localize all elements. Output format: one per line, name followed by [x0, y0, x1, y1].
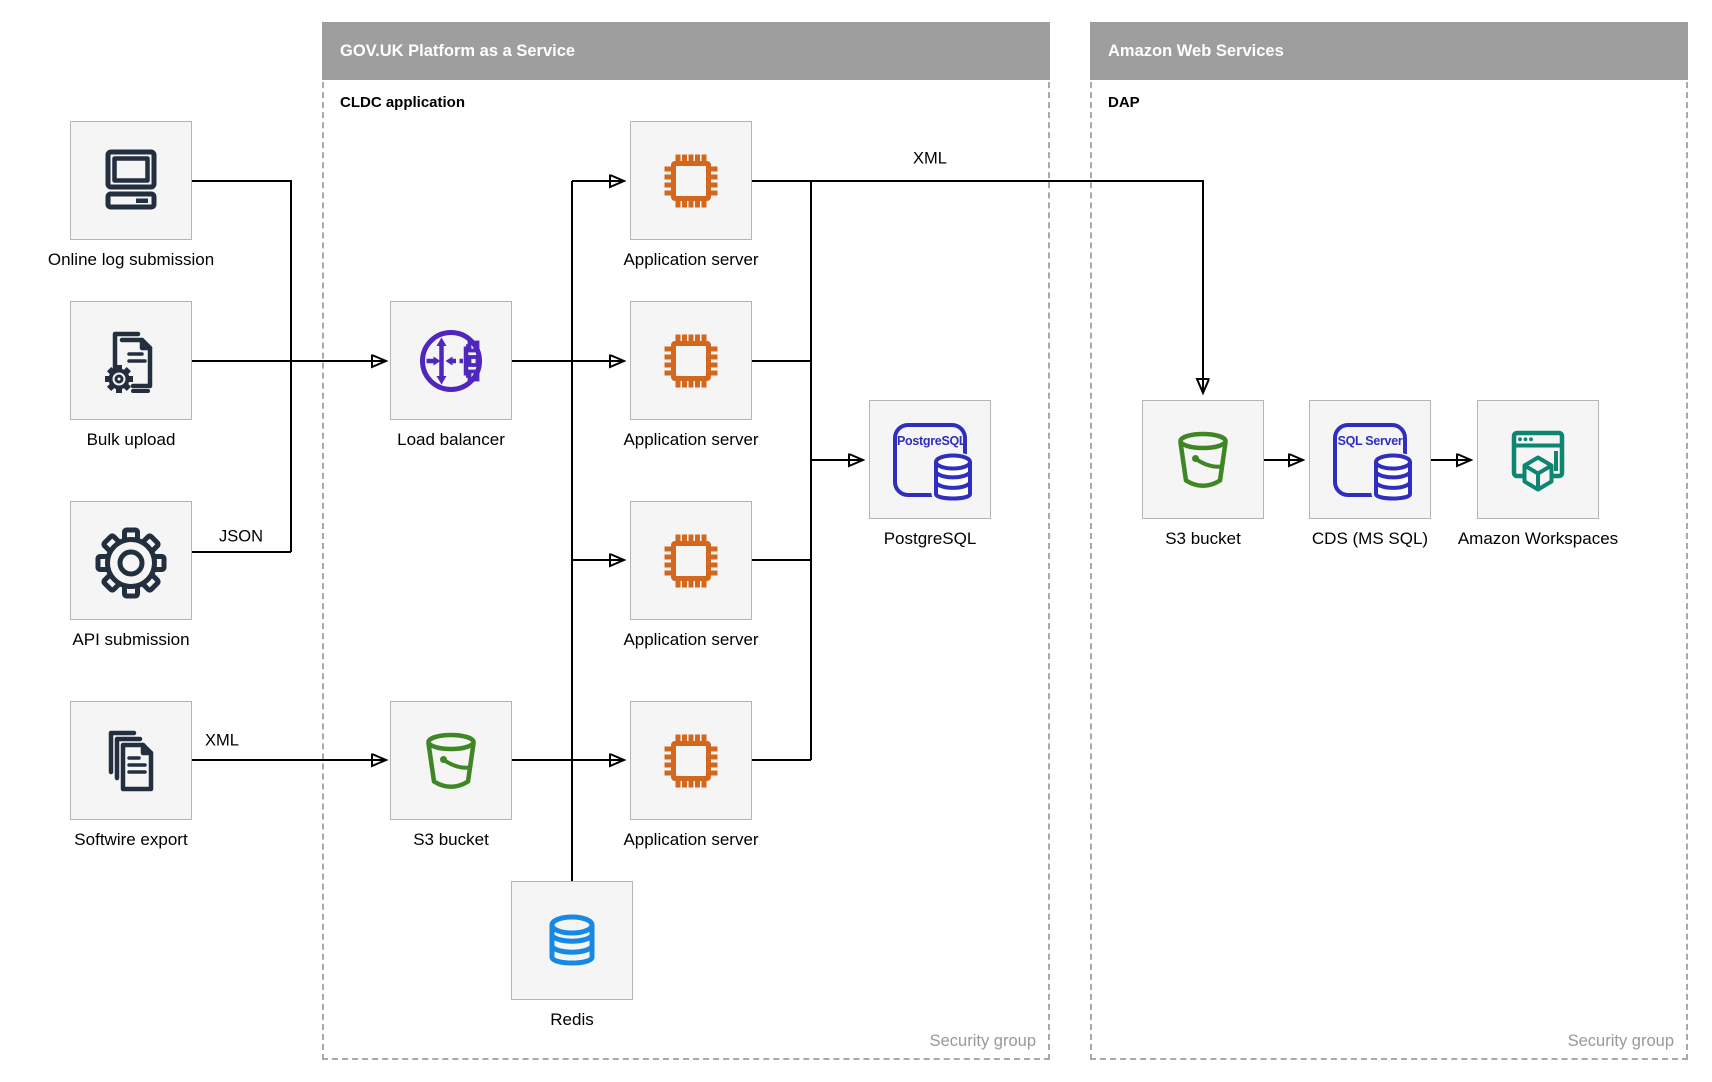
paas-title-bar: GOV.UK Platform as a Service — [322, 22, 1050, 80]
s3-bucket-icon — [1178, 431, 1228, 488]
container-paas: GOV.UK Platform as a Service CLDC applic… — [322, 22, 1050, 1060]
node-load-balancer: Load balancer — [390, 301, 512, 449]
aws-title: Amazon Web Services — [1108, 41, 1284, 60]
edge-label-xml-softwire: XML — [202, 731, 242, 751]
node-label: CDS (MS SQL) — [1311, 529, 1429, 548]
node-label: Application server — [623, 430, 759, 449]
edge-app-outputs — [752, 360, 811, 761]
node-label: Load balancer — [397, 430, 505, 449]
desktop-computer-icon — [105, 149, 157, 209]
gear-icon — [95, 527, 167, 598]
postgresql-logo-text: PostgreSQL — [897, 433, 967, 448]
paas-security-group-label: Security group — [929, 1032, 1036, 1050]
node-label: API submission — [72, 630, 190, 649]
document-stack-icon — [108, 730, 154, 791]
workspaces-icon — [1511, 430, 1565, 491]
s3-bucket-icon — [426, 732, 476, 789]
chip-icon — [664, 334, 718, 387]
node-label: Redis — [550, 1010, 594, 1029]
node-label: Application server — [623, 250, 759, 269]
load-balancer-icon — [420, 329, 482, 392]
node-softwire-export: Softwire export — [70, 701, 192, 849]
node-label: Amazon Workspaces — [1457, 529, 1619, 548]
node-redis: Redis — [511, 881, 633, 1029]
aws-subtitle: DAP — [1108, 94, 1140, 111]
sql-server-card-icon: SQL Server — [1333, 422, 1415, 503]
edge-app1-to-aws-s3 — [752, 180, 1203, 393]
chip-icon — [664, 154, 718, 207]
postgresql-card-icon: PostgreSQL — [893, 422, 975, 503]
node-label: S3 bucket — [1165, 529, 1241, 548]
aws-security-group-label: Security group — [1567, 1032, 1674, 1050]
node-app-server-4: Application server — [623, 701, 759, 849]
node-label: Application server — [623, 830, 759, 849]
database-cylinder-icon — [1371, 452, 1415, 503]
node-app-server-2: Application server — [623, 301, 759, 449]
edge-label-xml-app: XML — [910, 149, 950, 169]
chip-icon — [664, 534, 718, 587]
node-cds-mssql: SQL Server CDS (MS SQL) — [1309, 400, 1431, 548]
paas-subtitle: CLDC application — [340, 94, 466, 111]
node-label: Online log submission — [47, 250, 215, 269]
documents-gear-icon — [105, 331, 153, 393]
node-bulk-upload: Bulk upload — [70, 301, 192, 449]
node-online-log-submission: Online log submission — [48, 121, 214, 269]
redis-database-icon — [549, 914, 595, 965]
node-label: S3 bucket — [413, 830, 489, 849]
container-aws: Amazon Web Services DAP Security group — [1090, 22, 1688, 1060]
node-label: PostgreSQL — [883, 529, 977, 548]
paas-title: GOV.UK Platform as a Service — [340, 41, 576, 60]
node-api-submission: API submission — [70, 501, 192, 649]
sql-server-logo-text: SQL Server — [1337, 433, 1403, 448]
chip-icon — [664, 734, 718, 787]
node-label: Bulk upload — [86, 430, 176, 449]
node-label: Softwire export — [74, 830, 188, 849]
node-s3-bucket-aws: S3 bucket — [1142, 400, 1264, 548]
edge-sources-junction — [192, 180, 292, 553]
node-postgresql: PostgreSQL PostgreSQL — [869, 400, 991, 548]
node-app-server-1: Application server — [623, 121, 759, 269]
aws-title-bar: Amazon Web Services — [1090, 22, 1688, 80]
node-amazon-workspaces: Amazon Workspaces — [1458, 400, 1618, 548]
database-cylinder-icon — [931, 452, 975, 503]
node-label: Application server — [623, 630, 759, 649]
node-s3-bucket-paas: S3 bucket — [390, 701, 512, 849]
node-app-server-3: Application server — [623, 501, 759, 649]
edge-label-json: JSON — [215, 527, 267, 547]
